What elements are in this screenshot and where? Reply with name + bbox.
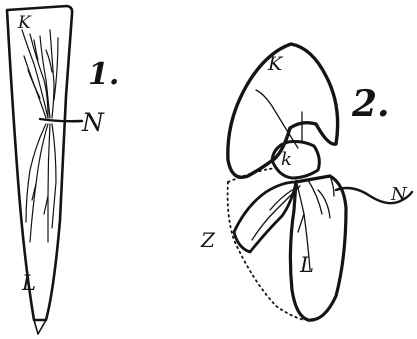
figure-2-left-lobe	[234, 182, 296, 252]
figure-2-label-z: Z	[200, 228, 216, 252]
figure-1-label-k: K	[17, 13, 32, 33]
figure-2-lower-lobe	[290, 176, 346, 320]
figure-2-veins	[252, 90, 334, 270]
figure-1-nerve	[40, 119, 82, 121]
figure-2-label-l: L	[299, 253, 314, 277]
figure-1-tip	[34, 320, 46, 334]
figure-2-label-n: N	[390, 184, 408, 205]
figure-2-label-small-k: k	[281, 149, 292, 170]
figure-1-lower-veins	[26, 124, 56, 242]
figure-2-small-lobe	[272, 142, 319, 179]
figure-1-label-l: L	[21, 271, 36, 295]
figure-2: K 2. k N Z L	[200, 44, 412, 320]
figure-1-number: 1.	[88, 57, 119, 92]
figure-2-label-upper-k: K	[267, 53, 284, 75]
figure-1: K 1. N L	[7, 6, 119, 334]
figure-1-label-n: N	[81, 108, 105, 137]
figure-1-upper-veins	[22, 30, 58, 118]
figure-2-number: 2.	[351, 83, 390, 125]
